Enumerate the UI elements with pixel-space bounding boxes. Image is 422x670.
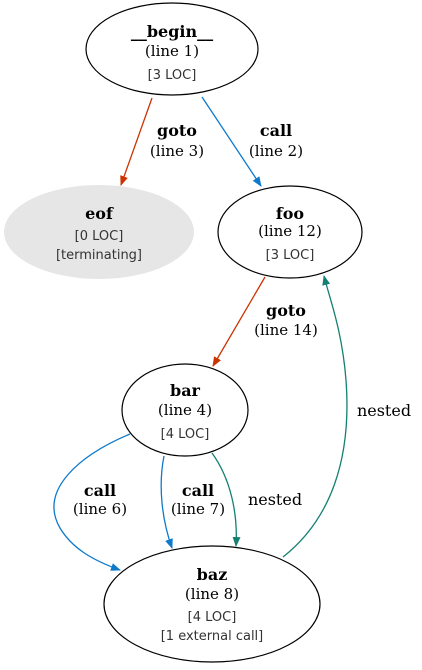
node-bar[interactable]: bar (line 4) [4 LOC] bbox=[121, 363, 249, 457]
node-line: (line 12) bbox=[258, 222, 322, 240]
node-line: (line 1) bbox=[145, 42, 199, 60]
node-ellipse bbox=[121, 363, 249, 457]
edge-kind-label: call bbox=[182, 481, 214, 500]
edge-kind-label: goto bbox=[266, 301, 306, 320]
edge-kind-label: call bbox=[260, 121, 292, 140]
node-loc: [4 LOC] bbox=[188, 610, 237, 625]
edge-bar-to-baz-call-6: call (line 6) bbox=[53, 433, 131, 571]
edge-line-goto bbox=[212, 276, 266, 367]
edge-baz-to-foo-nested: nested bbox=[282, 275, 411, 558]
edge-kind-label: nested bbox=[357, 401, 411, 420]
node-eof[interactable]: eof [0 LOC] [terminating] bbox=[4, 185, 194, 279]
edge-foo-to-bar: goto (line 14) bbox=[212, 276, 318, 367]
node-line: (line 4) bbox=[158, 401, 212, 419]
edge-begin-to-eof: goto (line 3) bbox=[120, 97, 204, 186]
node-ellipse bbox=[103, 545, 321, 663]
node-name: baz bbox=[197, 565, 228, 584]
node-begin[interactable]: __begin__ (line 1) [3 LOC] bbox=[85, 2, 259, 96]
node-name: bar bbox=[170, 381, 201, 400]
edge-line-call bbox=[53, 433, 131, 571]
edge-line-call bbox=[160, 455, 173, 549]
node-extra: [1 external call] bbox=[161, 629, 264, 644]
edge-begin-to-foo: call (line 2) bbox=[201, 96, 303, 187]
edge-line-label: (line 3) bbox=[150, 142, 204, 160]
node-loc: [0 LOC] bbox=[75, 229, 124, 244]
edge-line-label: (line 14) bbox=[254, 321, 318, 339]
edge-kind-label: nested bbox=[248, 490, 302, 509]
node-name: eof bbox=[85, 204, 114, 223]
edge-line-nested bbox=[211, 452, 241, 547]
edge-kind-label: call bbox=[84, 481, 116, 500]
edge-line-call bbox=[201, 96, 262, 187]
node-loc: [3 LOC] bbox=[148, 68, 197, 83]
node-ellipse bbox=[217, 185, 363, 279]
node-foo[interactable]: foo (line 12) [3 LOC] bbox=[217, 185, 363, 279]
edge-line-label: (line 7) bbox=[171, 500, 225, 518]
edge-line-label: (line 2) bbox=[249, 142, 303, 160]
edge-kind-label: goto bbox=[157, 121, 197, 140]
edge-line-nested bbox=[282, 275, 348, 558]
node-loc: [3 LOC] bbox=[266, 248, 315, 263]
node-line: (line 8) bbox=[185, 585, 239, 603]
node-loc: [4 LOC] bbox=[161, 427, 210, 442]
node-ellipse bbox=[4, 185, 194, 279]
node-name: __begin__ bbox=[131, 22, 213, 41]
node-ellipse bbox=[85, 2, 259, 96]
edge-bar-to-baz-nested: nested bbox=[211, 452, 302, 547]
node-extra: [terminating] bbox=[56, 248, 142, 263]
node-name: foo bbox=[276, 204, 305, 223]
edge-line-goto bbox=[120, 97, 153, 186]
node-baz[interactable]: baz (line 8) [4 LOC] [1 external call] bbox=[103, 545, 321, 663]
edge-line-label: (line 6) bbox=[73, 500, 127, 518]
edge-bar-to-baz-call-7: call (line 7) bbox=[160, 455, 225, 549]
